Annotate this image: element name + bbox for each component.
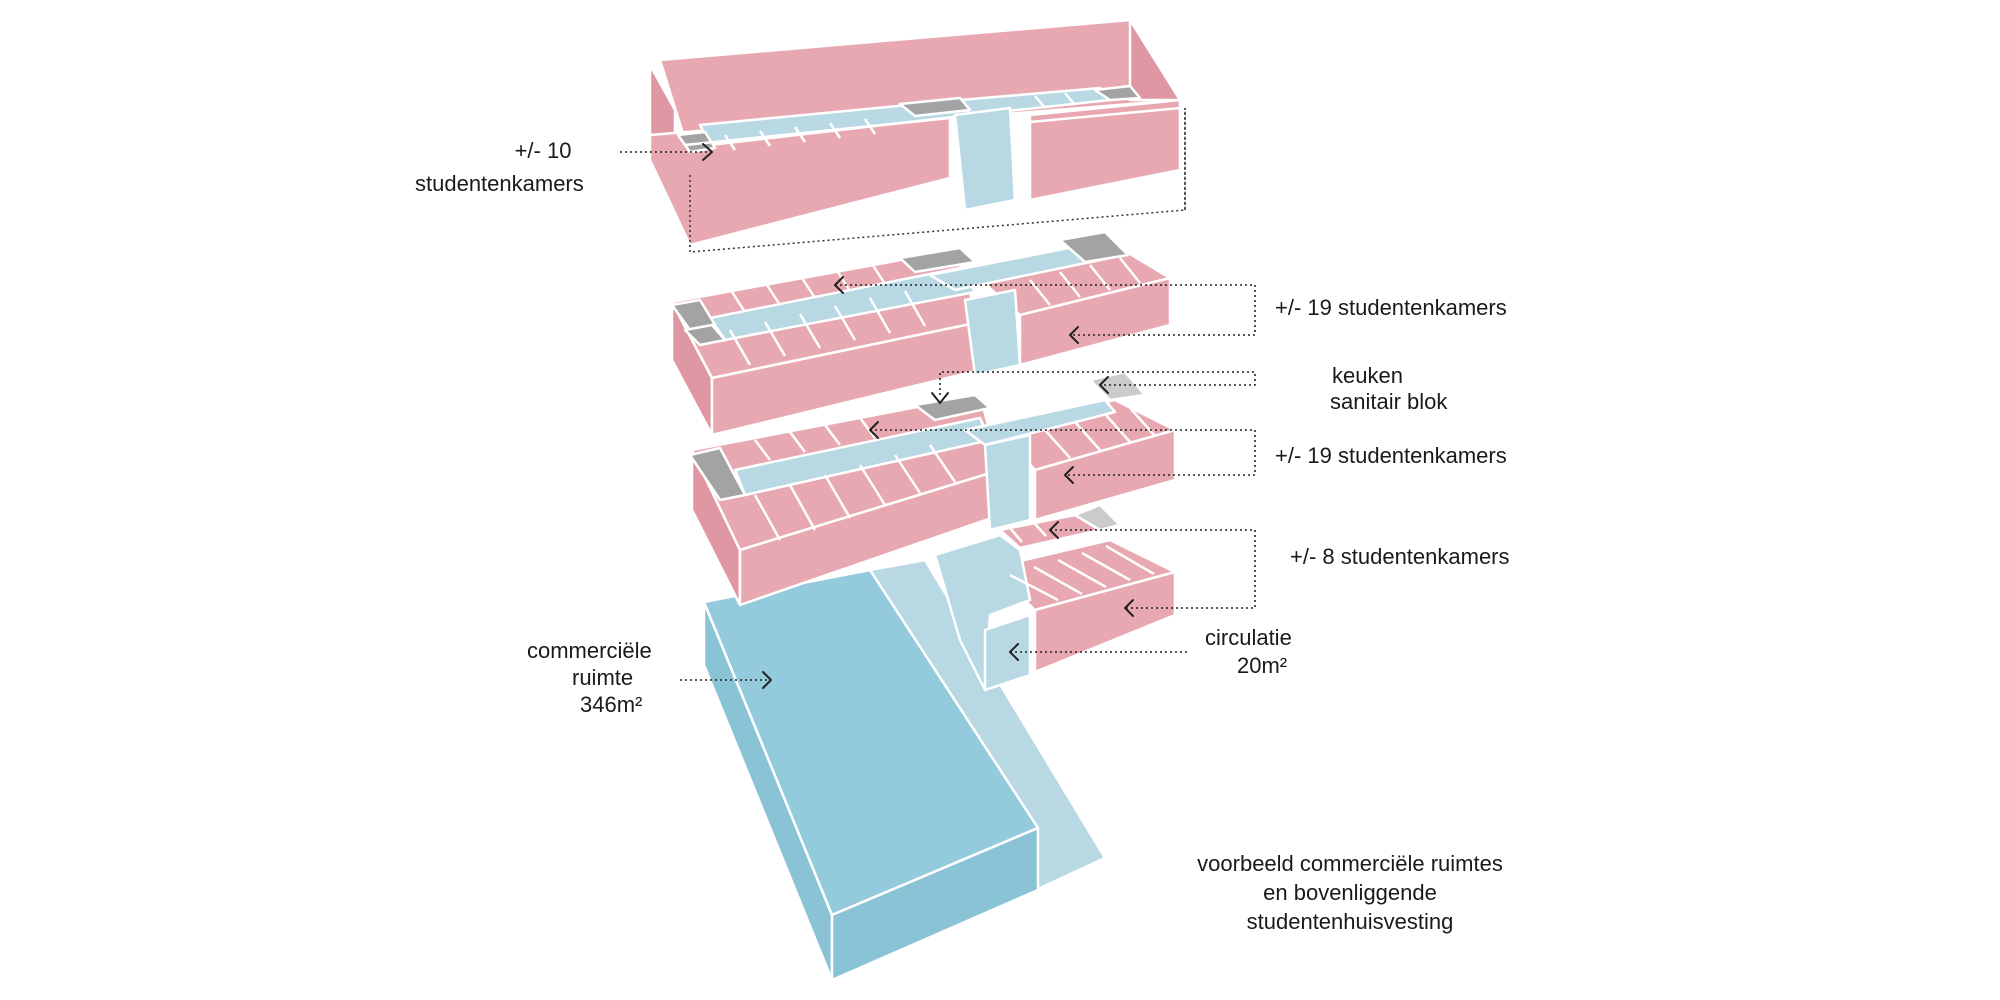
leader-floor1-rooms [870,429,1256,476]
ground-corridor [933,533,1032,692]
second-floor-service-mid [898,246,977,274]
first-floor-service-left [688,446,747,502]
leader-floor2-rooms [835,284,1256,336]
first-floor-corridor-right [963,398,1117,447]
second-floor-service-left-2 [683,323,727,347]
arrow-floor1-top [869,421,879,439]
second-floor-service-right [1058,230,1130,264]
attic-outline-dotted [689,108,1186,253]
arrow-floor2-top [834,276,844,294]
arrow-ground-top [1049,521,1059,539]
attic-right-front-wall [1028,98,1182,202]
first-floor-service-sanitary [1088,370,1147,402]
first-floor-service-kitchen [913,393,992,422]
attic-count-label: +/- 10 [514,138,572,163]
circulation-area-label: 20m² [1237,653,1288,678]
floor2-rooms-label: +/- 19 studentenkamers [1275,295,1507,320]
arrow-kitchen [931,392,949,404]
circulation-title-label: circulatie [1205,625,1292,650]
attic-rooms-label: studentenkamers [415,171,584,196]
caption-line3: studentenhuisvesting [1246,909,1454,934]
arrow-sanitary [1099,376,1109,394]
arrow-commercial [762,671,772,689]
kitchen-label: keuken [1332,363,1403,388]
ground-floor-rooms-block [933,503,1177,692]
commercial-line1-label: commerciële [527,638,652,663]
caption-line2: en bovenliggende [1263,880,1437,905]
commercial-line2-label: ruimte [572,665,634,690]
arrow-floor1-bottom [1064,466,1074,484]
attic-service-mid [898,96,972,118]
ground-service-light [1073,503,1122,532]
commercial-area-label: 346m² [580,692,643,717]
second-floor-stair-core [963,288,1022,377]
second-floor-service-left [670,298,717,332]
ground-rooms-label: +/- 8 studentenkamers [1290,544,1510,569]
second-floor-block [670,230,1172,437]
attic-service-right [1093,84,1142,102]
leader-kitchen-sanitary [939,371,1256,395]
attic-stair-core [953,106,1017,212]
arrow-ground-bottom [1124,599,1134,617]
caption-line1: voorbeeld commerciële ruimtes [1197,851,1503,876]
first-floor-block [688,370,1177,607]
commercial-front-face [830,826,1040,982]
attic-block [648,18,1182,247]
ground-circulation-core [983,613,1032,692]
commercial-space-block [702,558,1107,982]
arrow-attic [702,143,713,161]
attic-gable-right [1128,18,1182,102]
floor1-rooms-label: +/- 19 studentenkamers [1275,443,1507,468]
sanitary-label: sanitair blok [1330,389,1448,414]
first-floor-stair-core [983,433,1032,532]
arrow-floor2-bottom [1069,326,1079,344]
arrow-circulation [1009,643,1019,661]
